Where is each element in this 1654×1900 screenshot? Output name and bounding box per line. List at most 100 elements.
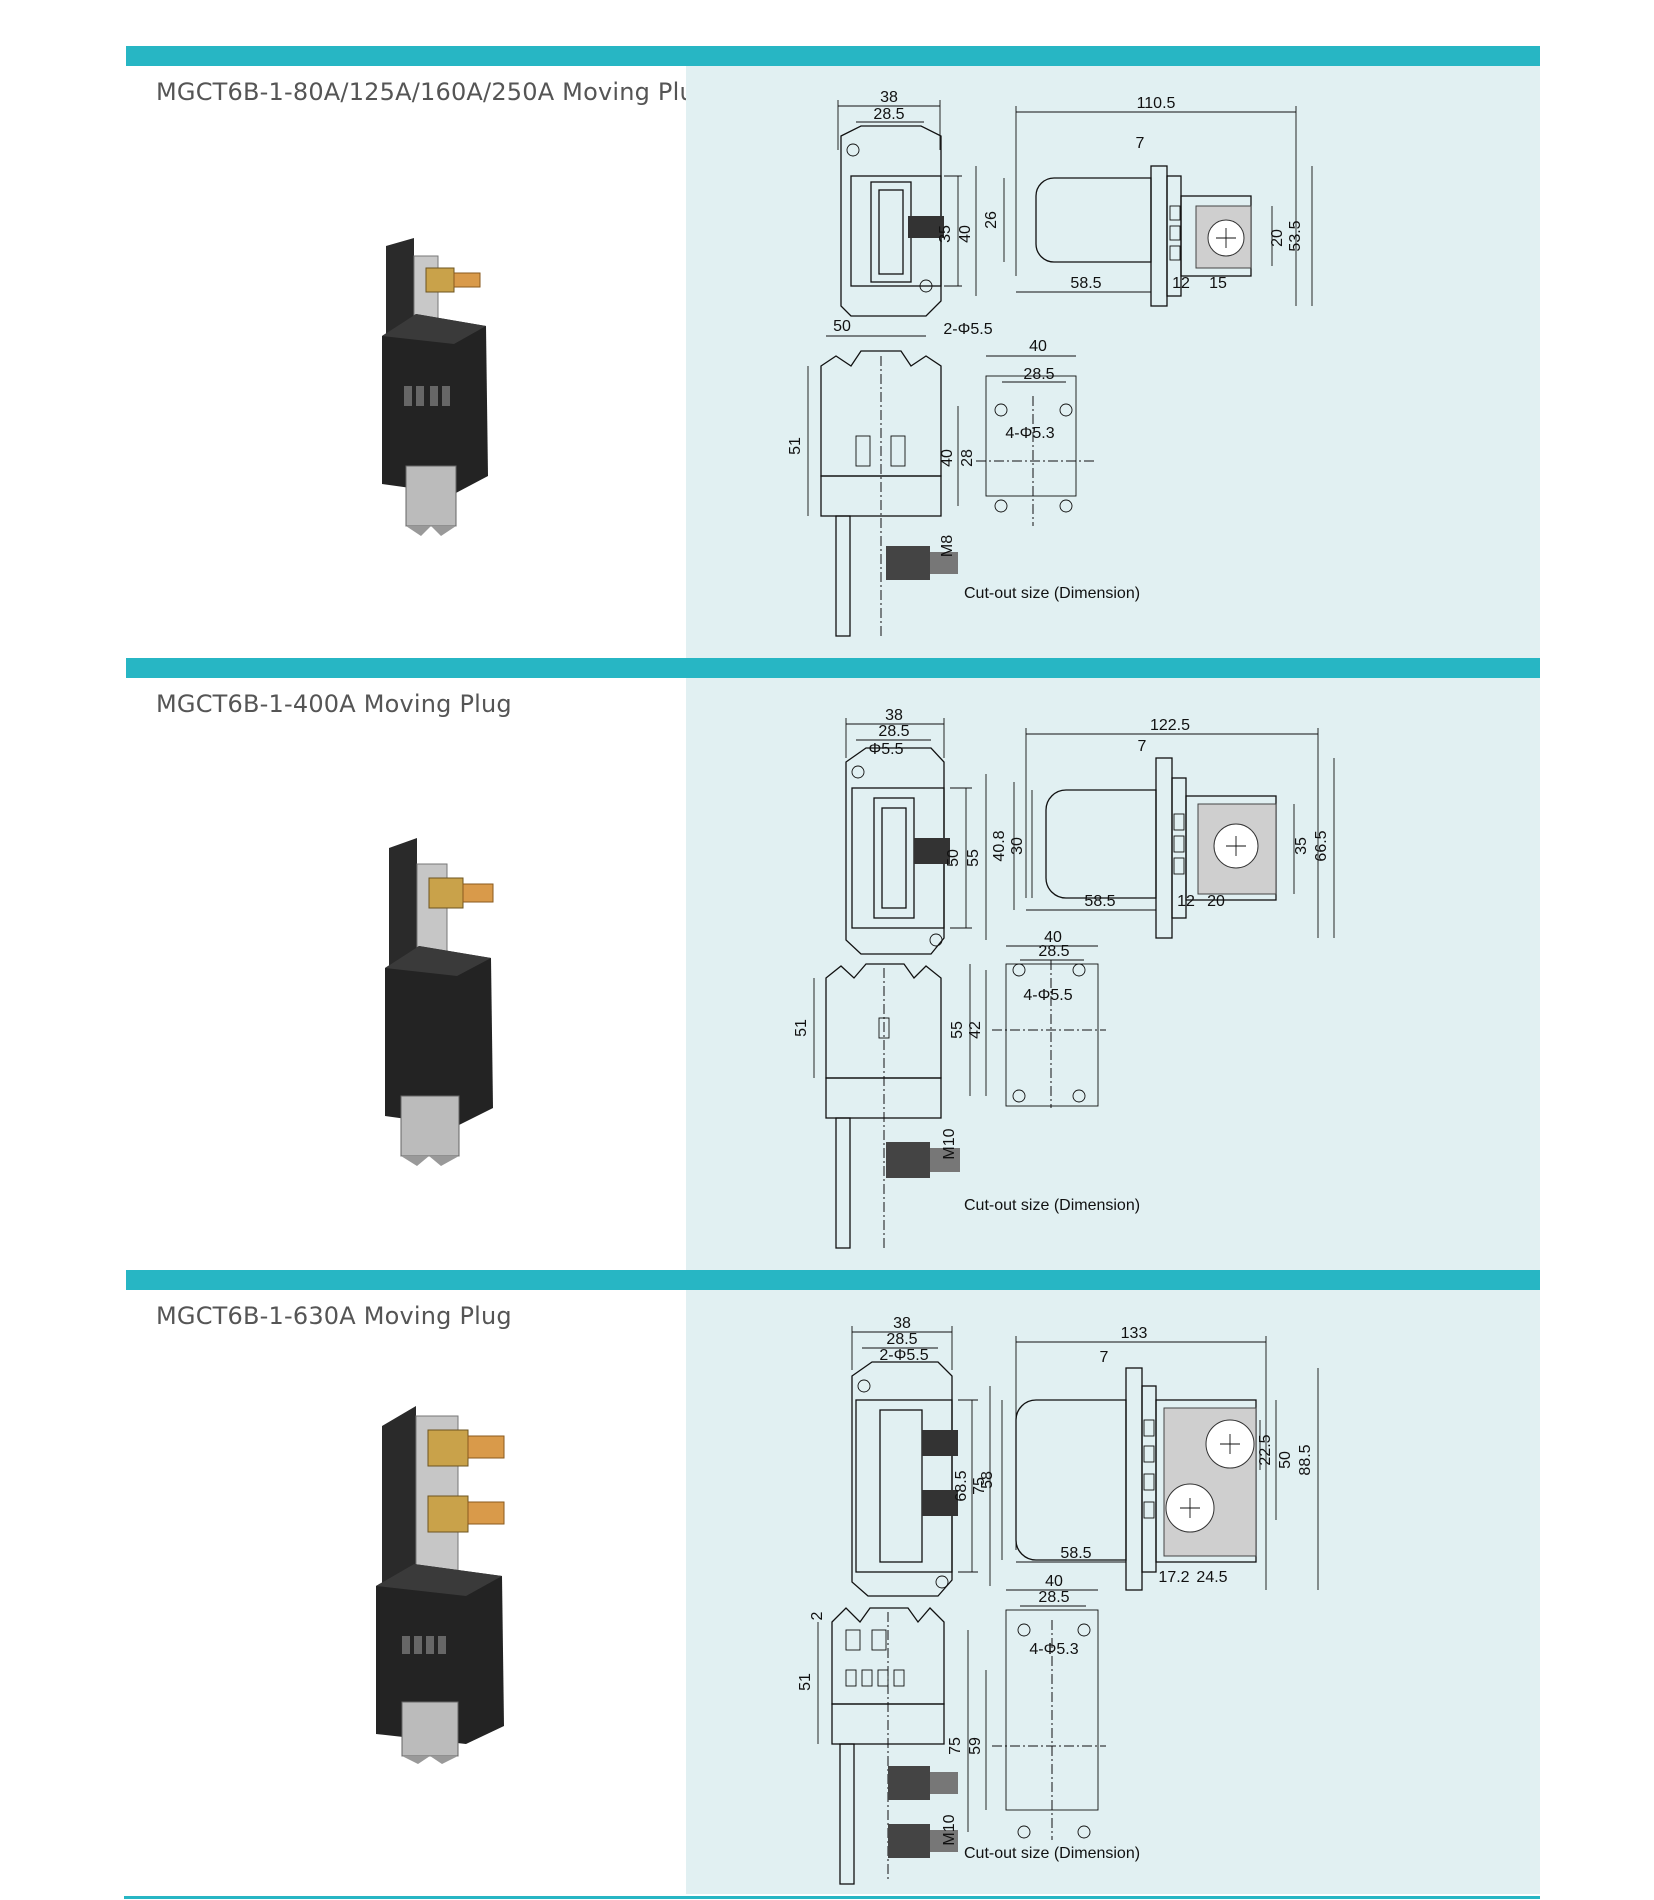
dim-side-length: 133 (1121, 1325, 1148, 1342)
dim-side-225: 22.5 (1257, 1434, 1274, 1465)
dim-cut-height: 55 (949, 1021, 966, 1039)
dim-front-h1: 50 (945, 849, 962, 867)
cutout-drawing: 40 28.5 4-Φ5.3 40 28 Cut-out size (Dimen… (939, 338, 1140, 602)
side-view-drawing: 122.5 7 40.8 30 58.5 12 20 35 (991, 717, 1335, 939)
side-view-drawing: 110.5 7 26 58.5 12 15 20 53.5 (983, 95, 1313, 307)
dim-side-height: 58 (979, 1471, 996, 1489)
cutout-drawing: 40 28.5 4-Φ5.5 55 42 Cut-out size (Dimen… (949, 929, 1140, 1214)
product-title: MGCT6B-1-80A/125A/160A/250A Moving Plug (156, 78, 711, 106)
dimension-drawings: 38 28.5 2-Φ5.5 68.5 75 (797, 1315, 1319, 1885)
dimension-drawing-panel: 38 28.5 2-Φ5.5 68.5 75 (686, 1290, 1540, 1894)
dim-bolt: M10 (941, 1128, 958, 1159)
dimension-drawings: 38 28.5 Φ5.5 50 55 1 (793, 707, 1335, 1249)
cutout-drawing: 40 28.5 4-Φ5.3 75 59 Cut-out size (Dimen… (947, 1573, 1140, 1862)
section-header-bar (126, 658, 1540, 678)
dim-front-h1: 35 (937, 225, 954, 243)
dim-cut-inner: 28.5 (1038, 1589, 1069, 1606)
dim-side-total: 53.5 (1287, 220, 1304, 251)
product-section-400a: MGCT6B-1-400A Moving Plug 38 28.5 Φ5.5 (126, 658, 1540, 1270)
dimension-drawing-panel: 38 28.5 35 40 2-Φ5.5 (686, 66, 1540, 658)
bottom-view-drawing: 50 51 M8 (787, 318, 958, 637)
dim-front-h2: 55 (965, 849, 982, 867)
dim-cut-height: 40 (939, 449, 956, 467)
dim-side-20: 20 (1207, 893, 1225, 910)
dim-bottom-height: 51 (797, 1673, 814, 1691)
product-photo (382, 238, 488, 536)
dim-front-inner: 28.5 (886, 1331, 917, 1348)
front-view-drawing: 38 28.5 35 40 2-Φ5.5 (837, 89, 993, 338)
dim-cut-inner-height: 59 (967, 1737, 984, 1755)
dim-front-width: 38 (885, 707, 903, 724)
page-bottom-rule (124, 1896, 1540, 1899)
dim-side-12: 12 (1172, 275, 1190, 292)
dim-side-h2: 30 (1009, 837, 1026, 855)
dim-bolt: M10 (941, 1814, 958, 1845)
dim-side-length2: 58.5 (1060, 1545, 1091, 1562)
dim-side-7: 7 (1136, 135, 1145, 152)
cutout-caption: Cut-out size (Dimension) (964, 1197, 1140, 1214)
dim-front-inner: 28.5 (878, 723, 909, 740)
product-photo (376, 1406, 505, 1764)
product-photo (385, 838, 494, 1166)
dim-side-7: 7 (1100, 1349, 1109, 1366)
dim-side-length2: 58.5 (1084, 893, 1115, 910)
dim-bottom-2: 2 (809, 1611, 826, 1620)
dim-cut-width: 40 (1029, 338, 1047, 355)
dim-front-h2: 75 (971, 1477, 988, 1495)
side-view-drawing: 133 7 58 58.5 17.2 24.5 22 (979, 1325, 1319, 1591)
product-title: MGCT6B-1-630A Moving Plug (156, 1302, 512, 1330)
dim-side-15: 15 (1209, 275, 1227, 292)
product-section-80a: MGCT6B-1-80A/125A/160A/250A Moving Plug … (126, 46, 1540, 658)
dim-cut-width: 40 (1045, 1573, 1063, 1590)
dim-bottom-height: 51 (787, 437, 804, 455)
dim-cut-hole: 4-Φ5.3 (1029, 1641, 1078, 1658)
dim-cut-hole: 4-Φ5.3 (1005, 425, 1054, 442)
dim-cut-inner: 28.5 (1023, 366, 1054, 383)
front-view-drawing: 38 28.5 Φ5.5 50 55 (845, 707, 987, 955)
dim-front-hole: 2-Φ5.5 (879, 1347, 928, 1364)
dim-cut-height: 75 (947, 1737, 964, 1755)
bottom-view-drawing: 51 M10 (793, 963, 960, 1249)
product-photo-panel: MGCT6B-1-80A/125A/160A/250A Moving Plug (126, 66, 710, 658)
dimension-drawing-panel: 38 28.5 Φ5.5 50 55 1 (686, 678, 1540, 1270)
dim-bottom-width: 50 (833, 318, 851, 335)
dim-cut-inner: 28.5 (1038, 943, 1069, 960)
product-photo-panel: MGCT6B-1-630A Moving Plug (126, 1290, 686, 1894)
product-title: MGCT6B-1-400A Moving Plug (156, 690, 512, 718)
dim-side-50: 50 (1277, 1451, 1294, 1469)
dim-front-inner: 28.5 (873, 106, 904, 123)
dim-bolt: M8 (939, 535, 956, 557)
cutout-caption: Cut-out size (Dimension) (964, 1845, 1140, 1862)
dim-front-hole: Φ5.5 (868, 741, 903, 758)
product-photo-panel: MGCT6B-1-400A Moving Plug (126, 678, 686, 1270)
dim-side-h1: 40.8 (991, 830, 1008, 861)
dim-front-h2: 40 (957, 225, 974, 243)
cutout-caption: Cut-out size (Dimension) (964, 585, 1140, 602)
dim-side-245: 24.5 (1196, 1569, 1227, 1586)
section-header-bar (126, 1270, 1540, 1290)
dim-side-20: 20 (1269, 229, 1286, 247)
dim-side-35: 35 (1293, 837, 1310, 855)
dim-cut-inner-height: 28 (959, 449, 976, 467)
dim-bottom-height: 51 (793, 1019, 810, 1037)
dim-front-width: 38 (880, 89, 898, 106)
dim-side-height: 26 (983, 211, 1000, 229)
dim-side-12: 12 (1177, 893, 1195, 910)
dim-cut-hole: 4-Φ5.5 (1023, 987, 1072, 1004)
bottom-view-drawing: 51 2 M10 (797, 1607, 958, 1885)
dim-side-total: 66.5 (1313, 830, 1330, 861)
dim-side-length2: 58.5 (1070, 275, 1101, 292)
dim-side-172: 17.2 (1158, 1569, 1189, 1586)
dim-front-width: 38 (893, 1315, 911, 1332)
dim-front-hole: 2-Φ5.5 (943, 321, 992, 338)
dim-cut-width: 40 (1044, 929, 1062, 946)
front-view-drawing: 38 28.5 2-Φ5.5 68.5 75 (851, 1315, 991, 1597)
product-section-630a: MGCT6B-1-630A Moving Plug 38 28.5 (126, 1270, 1540, 1894)
dimension-drawings: 38 28.5 35 40 2-Φ5.5 (787, 89, 1313, 637)
dim-front-h1: 68.5 (953, 1470, 970, 1501)
dim-side-length: 122.5 (1150, 717, 1190, 734)
dim-side-7: 7 (1138, 738, 1147, 755)
dim-cut-inner-height: 42 (967, 1021, 984, 1039)
section-header-bar (126, 46, 1540, 66)
dim-side-total: 88.5 (1297, 1444, 1314, 1475)
